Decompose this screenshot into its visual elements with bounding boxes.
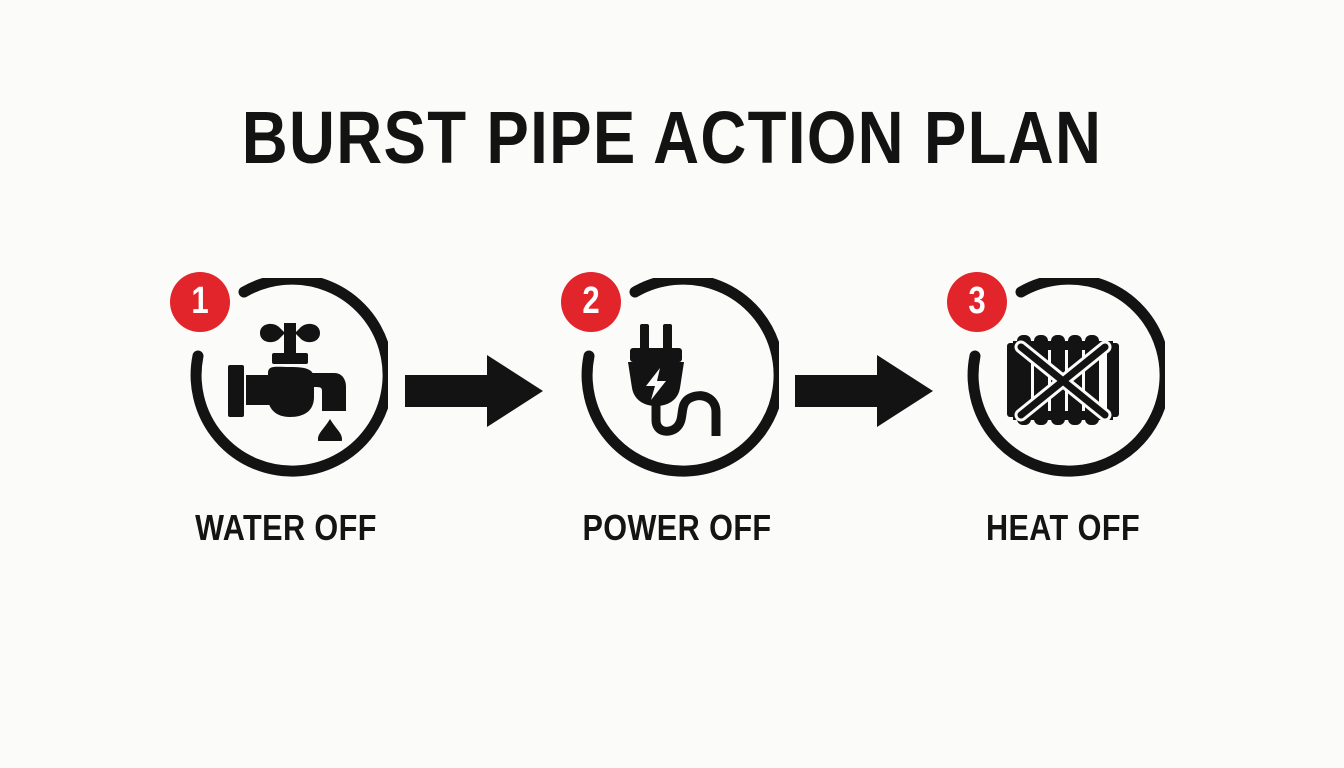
faucet-drip-icon (184, 278, 388, 482)
step-ring-3 (961, 278, 1165, 482)
step-label-3: HEAT OFF (985, 507, 1141, 548)
step-number-1: 1 (191, 280, 209, 322)
step-ring-1 (184, 278, 388, 482)
step-item-heat-off[interactable]: 3 HEAT OFF (933, 266, 1193, 576)
page-title: BURST PIPE ACTION PLAN (241, 96, 1103, 179)
step-number-2: 2 (582, 280, 600, 322)
step-label-1: WATER OFF (195, 507, 377, 548)
electric-plug-icon (575, 278, 779, 482)
step-item-water-off[interactable]: 1 WATER OFF (156, 266, 416, 576)
arrow-right-1-icon (405, 353, 545, 429)
step-label-2: POWER OFF (582, 507, 772, 548)
step-badge-1: 1 (170, 272, 230, 332)
steps-row: 1 WATER OFF (0, 266, 1344, 576)
step-badge-3: 3 (947, 272, 1007, 332)
step-item-power-off[interactable]: 2 POWER OFF (547, 266, 807, 576)
step-badge-2: 2 (561, 272, 621, 332)
step-ring-2 (575, 278, 779, 482)
step-number-3: 3 (968, 280, 986, 322)
arrow-right-2-icon (795, 353, 935, 429)
radiator-crossed-out-icon (961, 278, 1165, 482)
